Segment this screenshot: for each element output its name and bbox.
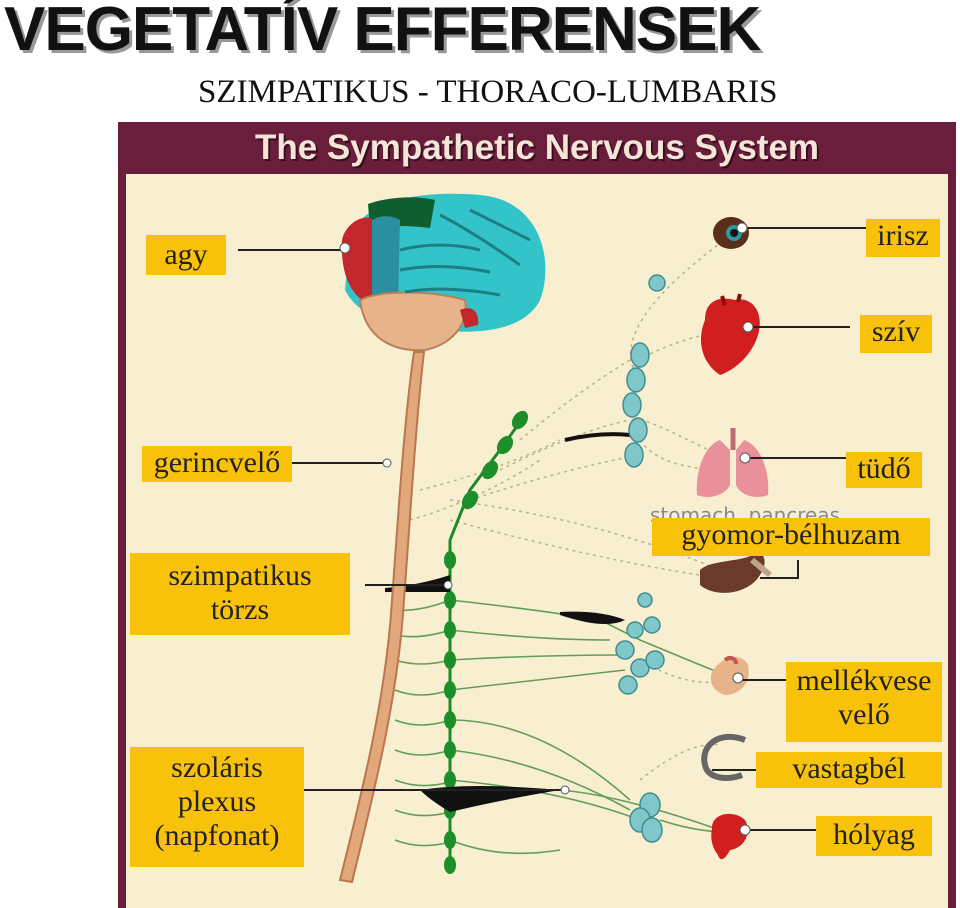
sympathetic-chain (385, 410, 631, 874)
label-szimpatikus-torzs: szimpatikus törzs (130, 553, 350, 635)
label-szolaris-line2: plexus (177, 785, 257, 818)
stomach-icon (700, 552, 772, 593)
label-sziv: szív (860, 315, 932, 353)
lungs-icon (696, 428, 769, 497)
label-vastagbel: vastagbél (756, 752, 942, 788)
label-holyag: hólyag (816, 816, 932, 856)
figure-title: The Sympathetic Nervous System (254, 128, 820, 167)
spinal-cord (338, 351, 426, 884)
chain-fibres (394, 599, 726, 855)
label-mellekvese-velo: mellékvese velő (786, 662, 942, 742)
label-szolaris-line1: szoláris (171, 751, 263, 784)
ganglia (615, 274, 666, 843)
label-szolaris-line3: (napfonat) (154, 819, 280, 852)
label-gerincvelo: gerincvelő (142, 446, 292, 482)
main-title: VEGETATÍV EFFERENSEK (4, 0, 761, 64)
label-tudo: tüdő (846, 452, 922, 488)
adrenal-icon (710, 655, 749, 695)
subtitle: SZIMPATIKUS - THORACO-LUMBARIS (198, 74, 778, 110)
bladder-icon (711, 813, 748, 860)
label-mellekvese-line1: mellékvese (796, 664, 932, 697)
label-irisz: irisz (866, 219, 940, 257)
pointer-dots (339, 222, 754, 836)
heart-icon (700, 293, 760, 375)
leader-lines (238, 227, 880, 831)
label-szimpatikus-line1: szimpatikus (168, 559, 312, 592)
label-agy: agy (146, 235, 226, 275)
colon-icon (701, 733, 747, 781)
label-gyomor-belhuzam: gyomor-bélhuzam (652, 518, 930, 556)
label-szolaris-plexus: szoláris plexus (napfonat) (130, 747, 304, 867)
label-szimpatikus-line2: törzs (210, 593, 270, 626)
brain (341, 193, 546, 352)
label-mellekvese-line2: velő (838, 698, 890, 731)
